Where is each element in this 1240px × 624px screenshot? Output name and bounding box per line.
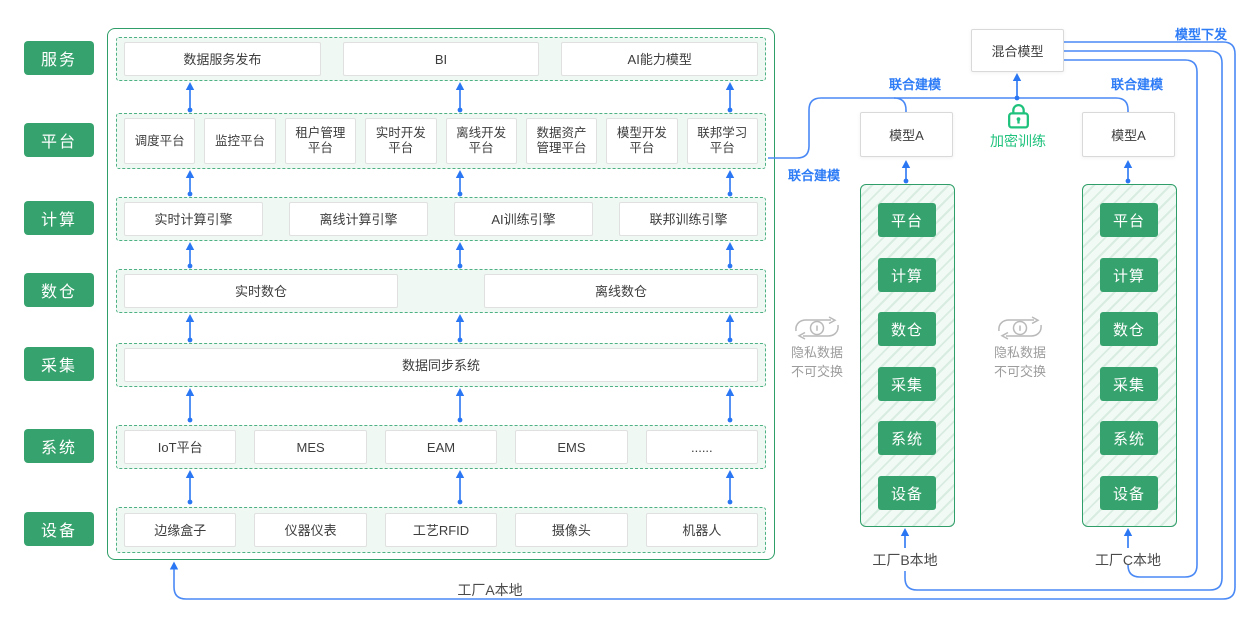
factory-c-layer-collection: 采集 <box>1100 367 1158 401</box>
node-box: MES <box>254 430 367 464</box>
factory-c-layer-system: 系统 <box>1100 421 1158 455</box>
node-box: 联邦训练引擎 <box>619 202 758 236</box>
hybrid-model-box: 混合模型 <box>971 29 1064 72</box>
node-box: EMS <box>515 430 628 464</box>
node-box: 仪器仪表 <box>254 513 367 547</box>
layer-label-collection: 采集 <box>24 347 94 381</box>
factory-c-column: 平台计算数仓采集系统设备 <box>1082 184 1177 527</box>
factory-b-column: 平台计算数仓采集系统设备 <box>860 184 955 527</box>
node-box: 数据服务发布 <box>124 42 321 76</box>
node-box: 实时数仓 <box>124 274 398 308</box>
factory-b-layer-collection: 采集 <box>878 367 936 401</box>
layer-label-system: 系统 <box>24 429 94 463</box>
node-box: 摄像头 <box>515 513 628 547</box>
node-box: AI能力模型 <box>561 42 759 76</box>
node-box: 数据同步系统 <box>124 348 758 382</box>
factory-b-caption: 工厂B本地 <box>872 552 938 568</box>
privacy-note-left: 隐私数据 不可交换 <box>779 343 855 381</box>
node-box: 实时计算引擎 <box>124 202 263 236</box>
lock-icon <box>1008 104 1029 129</box>
model-distribution-label: 模型下发 <box>1174 27 1227 42</box>
node-box: 离线数仓 <box>484 274 758 308</box>
row-collection: 数据同步系统 <box>116 343 766 387</box>
node-box: 监控平台 <box>204 118 276 164</box>
node-box: 数据资产 管理平台 <box>525 118 598 164</box>
factory-b-layer-platform: 平台 <box>878 203 936 237</box>
model-a-right-box: 模型A <box>1082 112 1175 157</box>
arrow-up-icon <box>900 528 910 536</box>
node-box: 联邦学习 平台 <box>686 118 758 164</box>
arrow-up-icon <box>901 160 911 168</box>
privacy-note-right: 隐私数据 不可交换 <box>982 343 1058 381</box>
node-box: 离线开发 平台 <box>445 118 517 164</box>
node-box: 调度平台 <box>124 118 196 164</box>
row-computing: 实时计算引擎离线计算引擎 AI训练引擎联邦训练引擎 <box>116 197 766 241</box>
exchange-icon <box>795 316 839 340</box>
node-box: 边缘盒子 <box>124 513 237 547</box>
arrow-up-icon <box>1123 528 1133 536</box>
node-box: BI <box>342 42 540 76</box>
arrow-up-icon <box>169 561 179 570</box>
layer-label-device: 设备 <box>24 512 94 546</box>
factory-b-layer-computing: 计算 <box>878 258 936 292</box>
node-box: ...... <box>645 430 759 464</box>
arrow-up-icon <box>1012 73 1022 81</box>
row-platform: 调度平台监控平台租户管理 平台实时开发 平台离线开发 平台数据资产 管理平台模型… <box>116 113 766 169</box>
row-warehouse: 实时数仓 离线数仓 <box>116 269 766 313</box>
joint-modeling-label-right: 联合建模 <box>1110 77 1163 92</box>
layer-label-computing: 计算 <box>24 201 94 235</box>
joint-modeling-label-mid: 联合建模 <box>888 77 941 92</box>
node-box: 实时开发 平台 <box>365 118 437 164</box>
layer-label-service: 服务 <box>24 41 94 75</box>
factory-c-layer-device: 设备 <box>1100 476 1158 510</box>
node-box: IoT平台 <box>124 430 237 464</box>
node-box: 工艺RFID <box>384 513 498 547</box>
privacy-note-line2: 不可交换 <box>993 364 1046 379</box>
factory-c-caption: 工厂C本地 <box>1094 552 1162 568</box>
node-box: AI训练引擎 <box>454 202 593 236</box>
factory-c-layer-platform: 平台 <box>1100 203 1158 237</box>
factory-b-layer-device: 设备 <box>878 476 936 510</box>
row-service: 数据服务发布 BI AI能力模型 <box>116 37 766 81</box>
joint-modeling-branch-left <box>893 97 907 112</box>
factory-a-box: 数据服务发布 BI AI能力模型调度平台监控平台租户管理 平台实时开发 平台离线开发… <box>107 28 775 560</box>
node-box: 机器人 <box>645 513 759 547</box>
node-box: EAM <box>384 430 498 464</box>
line-end-dot <box>1014 95 1020 101</box>
factory-b-layer-system: 系统 <box>878 421 936 455</box>
privacy-note-line1: 隐私数据 <box>790 345 843 360</box>
arrow-up-icon <box>1123 160 1133 168</box>
node-box: 模型开发 平台 <box>606 118 678 164</box>
layer-label-platform: 平台 <box>24 123 94 157</box>
factory-c-layer-computing: 计算 <box>1100 258 1158 292</box>
layer-label-warehouse: 数仓 <box>24 273 94 307</box>
line-end-dot <box>1125 178 1131 184</box>
row-device: 边缘盒子仪器仪表工艺RFID 摄像头机器人 <box>116 507 766 553</box>
factory-a-caption: 工厂A本地 <box>457 582 523 598</box>
factory-c-layer-warehouse: 数仓 <box>1100 312 1158 346</box>
model-a-left-box: 模型A <box>860 112 953 157</box>
privacy-note-line2: 不可交换 <box>790 364 843 379</box>
joint-modeling-label-left: 联合建模 <box>787 168 840 183</box>
node-box: 租户管理 平台 <box>284 118 357 164</box>
line-end-dot <box>903 178 909 184</box>
factory-b-layer-warehouse: 数仓 <box>878 312 936 346</box>
row-system: IoT平台 MES EAM EMS...... <box>116 425 766 469</box>
exchange-icon <box>998 316 1042 340</box>
node-box: 离线计算引擎 <box>289 202 428 236</box>
privacy-note-line1: 隐私数据 <box>993 345 1046 360</box>
encrypted-training-label: 加密训练 <box>990 133 1046 149</box>
